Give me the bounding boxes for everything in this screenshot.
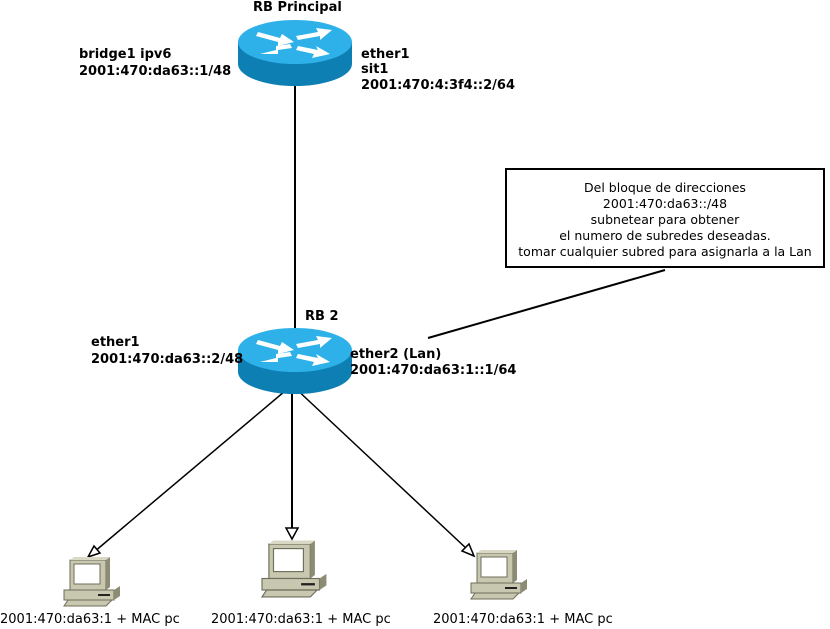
- principal-right-iface-tunnel: sit1: [361, 62, 389, 77]
- rb2-right-iface-name: ether2 (Lan): [350, 347, 442, 362]
- arrow-to-pc-3: [292, 385, 476, 558]
- router-principal-name: RB Principal: [253, 0, 342, 15]
- principal-right-iface-name: ether1: [361, 47, 410, 62]
- pc-3-label: 2001:470:da63:1 + MAC pc: [433, 612, 613, 627]
- note-connector: [427, 269, 666, 339]
- note-line: subnetear para obtener: [590, 212, 740, 227]
- arrow-to-pc-1: [86, 385, 292, 559]
- pc-1-icon: [63, 556, 121, 607]
- pc-2-label: 2001:470:da63:1 + MAC pc: [211, 612, 391, 627]
- arrow-to-pc-2: [284, 386, 300, 541]
- principal-left-iface-name: bridge1 ipv6: [79, 47, 172, 62]
- note-line: el numero de subredes deseadas.: [559, 228, 771, 243]
- rb2-left-iface-addr: 2001:470:da63::2/48: [91, 352, 244, 367]
- pc-1-label: 2001:470:da63:1 + MAC pc: [0, 612, 180, 627]
- note-line: Del bloque de direcciones: [584, 180, 746, 195]
- subnetting-note: Del bloque de direcciones 2001:470:da63:…: [505, 168, 825, 268]
- note-line: 2001:470:da63::/48: [602, 196, 728, 211]
- principal-left-iface-addr: 2001:470:da63::1/48: [79, 64, 232, 79]
- router-rb-principal-icon: [238, 20, 352, 86]
- pc-2-icon: [261, 539, 327, 598]
- rb2-left-iface-name: ether1: [91, 335, 140, 350]
- note-line: tomar cualquier subred para asignarla a …: [518, 244, 812, 259]
- router-rb2-name: RB 2: [305, 309, 339, 324]
- router-rb2-icon: [238, 328, 352, 394]
- rb2-right-iface-addr: 2001:470:da63:1::1/64: [350, 363, 517, 378]
- pc-3-icon: [470, 549, 528, 600]
- principal-right-iface-addr: 2001:470:4:3f4::2/64: [361, 78, 515, 93]
